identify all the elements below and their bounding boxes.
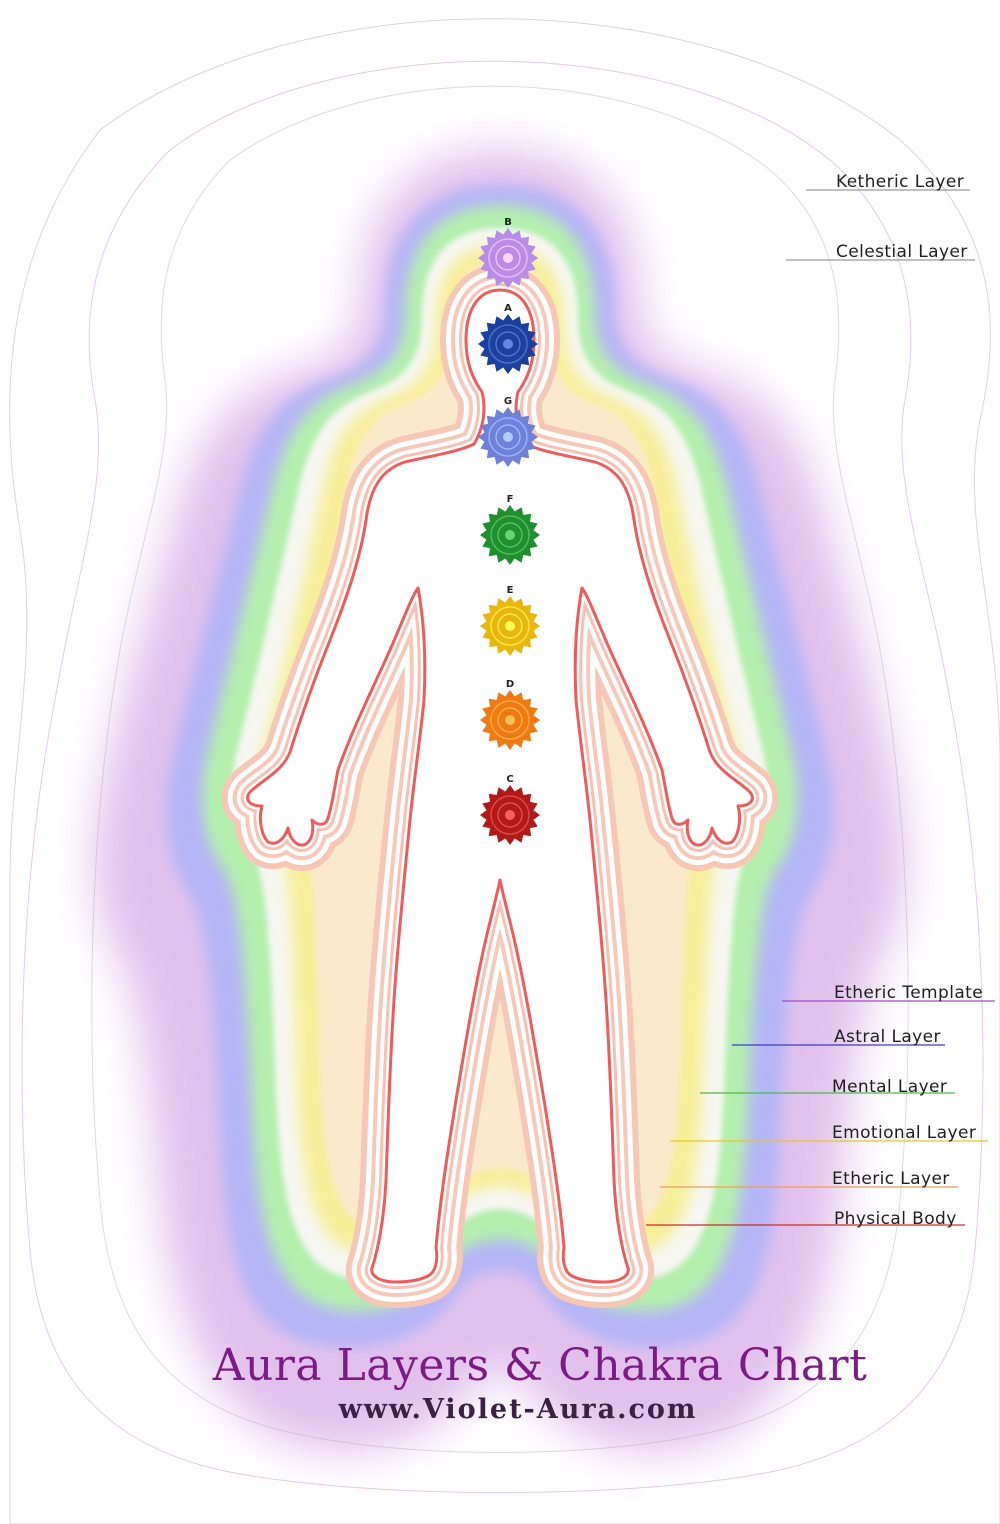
chakra-center (505, 715, 515, 725)
chart-title: Aura Layers & Chakra Chart (212, 1340, 868, 1391)
layer-label-astral: Astral Layer (834, 1027, 941, 1047)
layer-label-celestial: Celestial Layer (836, 242, 968, 262)
chakra-letter-e: E (507, 585, 514, 596)
chakra-letter-b: B (504, 217, 512, 228)
chakra-center (505, 621, 515, 631)
layer-label-emotional: Emotional Layer (832, 1123, 976, 1143)
layer-label-ketheric: Ketheric Layer (836, 172, 964, 192)
chakra-letter-d: D (506, 679, 514, 690)
layer-label-physical: Physical Body (834, 1209, 957, 1229)
layer-label-etheric-template: Etheric Template (834, 983, 983, 1003)
chakra-letter-c: C (506, 774, 513, 785)
chakra-letter-g: G (504, 396, 512, 407)
layer-label-etheric: Etheric Layer (832, 1169, 950, 1189)
layer-label-mental: Mental Layer (832, 1077, 947, 1097)
chakra-letter-a: A (504, 303, 512, 314)
website-url: www.Violet-Aura.com (338, 1394, 698, 1425)
chakra-center (503, 253, 513, 263)
chakra-center (505, 530, 515, 540)
chakra-letter-f: F (507, 494, 514, 505)
chakra-center (503, 339, 513, 349)
chakra-center (503, 432, 513, 442)
chakra-center (505, 810, 515, 820)
